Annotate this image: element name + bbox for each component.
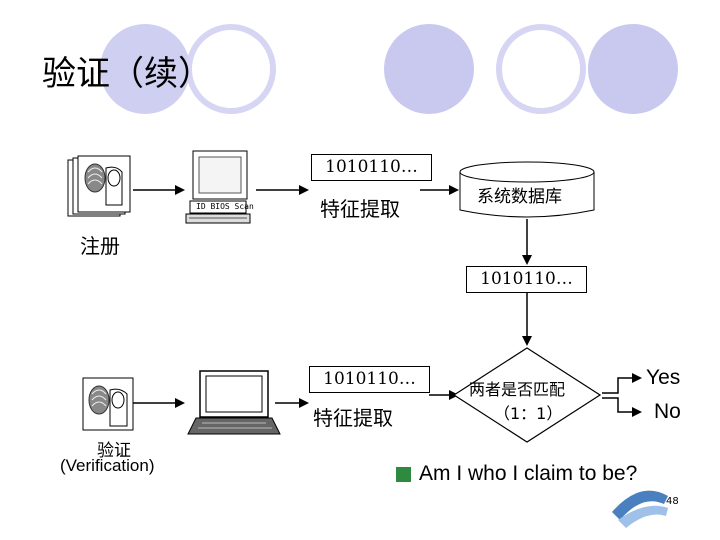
fingerprint-cards-icon: [67, 155, 131, 217]
page-swoosh-icon-light: [618, 505, 668, 528]
decor-circle-1: [100, 24, 190, 114]
page-number: 48: [666, 496, 679, 507]
register-label: 注册: [80, 234, 120, 258]
laptop-icon: [187, 370, 281, 435]
template-code-box: 1010110…: [466, 266, 587, 293]
arrow-yes: [602, 373, 642, 394]
verify-sub-label: (Verification): [60, 456, 155, 475]
bullet-square-icon: [396, 466, 411, 482]
match-ratio: （1：1）: [494, 404, 563, 423]
fingerprint-card-icon: [82, 377, 134, 431]
slide-title: 验证（续）: [42, 54, 212, 94]
match-diamond: [452, 347, 602, 443]
bullet-text: Am I who I claim to be?: [419, 462, 638, 485]
desktop-computer-icon: [185, 150, 251, 224]
page-swoosh-icon: [612, 490, 668, 520]
no-label: No: [654, 400, 681, 423]
device-label: ID BIOS Scan: [196, 202, 254, 211]
database-label: 系统数据库: [477, 187, 562, 207]
verify-label: 验证: [97, 441, 131, 461]
enroll-code-box: 1010110…: [311, 154, 432, 181]
decor-circle-4: [496, 24, 586, 114]
verify-code-box: 1010110…: [309, 366, 430, 393]
decor-circle-2: [186, 24, 276, 114]
enroll-feature-label: 特征提取: [320, 197, 400, 221]
arrow-no: [602, 397, 642, 417]
verify-feature-label: 特征提取: [313, 406, 393, 430]
decor-circle-3: [384, 24, 474, 114]
yes-label: Yes: [646, 366, 681, 389]
match-question: 两者是否匹配: [469, 380, 566, 399]
bullet-line: Am I who I claim to be?: [396, 462, 637, 486]
decor-circle-5: [588, 24, 678, 114]
database-cylinder-icon: [459, 161, 595, 218]
